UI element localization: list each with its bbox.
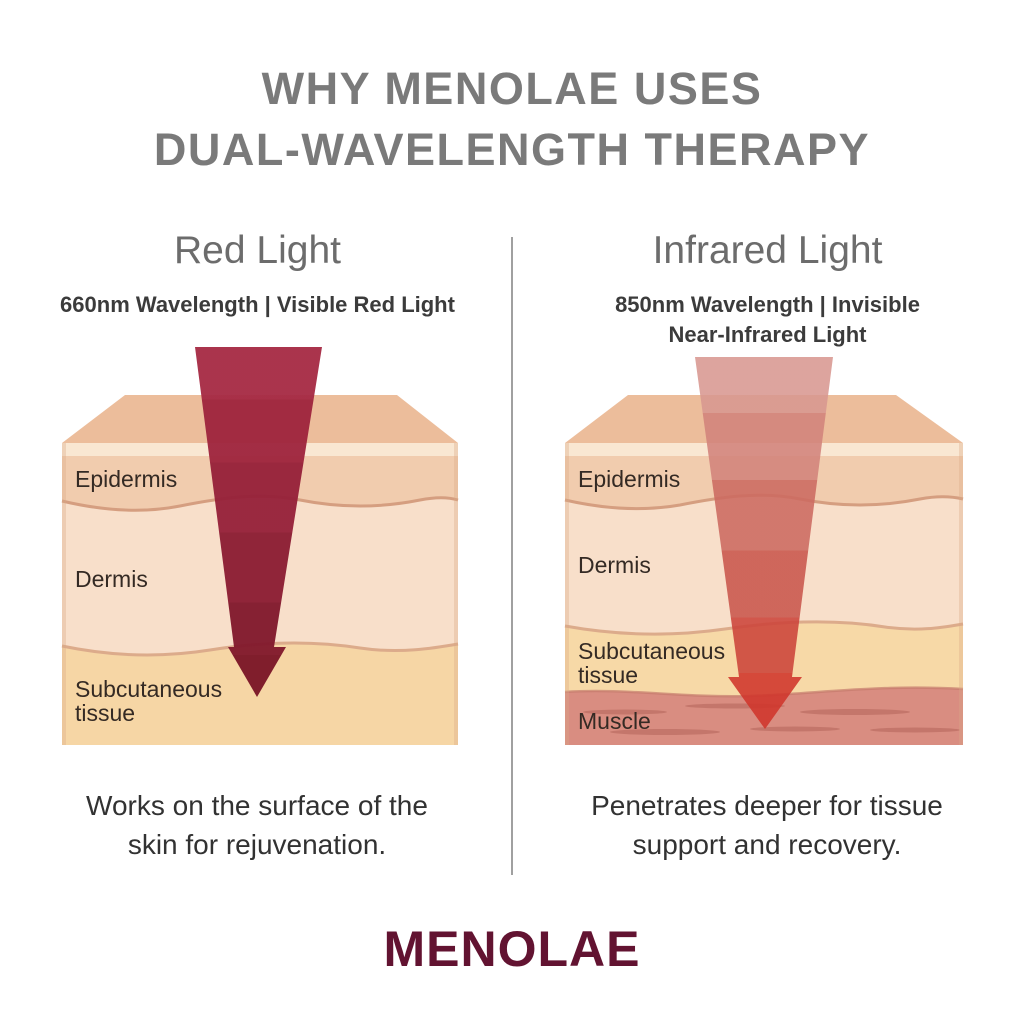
red-description-line-2: skin for rejuvenation.: [127, 829, 387, 860]
red-light-description: Works on the surface of the skin for rej…: [22, 786, 492, 864]
muscle-label: Muscle: [578, 708, 651, 734]
muscle-streak: [610, 729, 720, 735]
epidermis-label: Epidermis: [578, 466, 680, 492]
red-light-skin-diagram: Epidermis Dermis Subcutaneous tissue: [61, 347, 459, 745]
subcutaneous-label-line-2: tissue: [578, 662, 638, 688]
red-light-subtitle: 660nm Wavelength | Visible Red Light: [60, 292, 455, 317]
subcutaneous-label-line-1: Subcutaneous: [75, 676, 222, 702]
infrared-subtitle-line-2: Near-Infrared Light: [668, 322, 867, 347]
infrared-light-heading: Infrared Light: [652, 229, 883, 272]
muscle-streak: [583, 709, 667, 715]
dermis-label: Dermis: [75, 566, 148, 592]
subcutaneous-label-line-1: Subcutaneous: [578, 638, 725, 664]
infrared-light-penetration-arrow-icon: [695, 357, 833, 729]
muscle-streak: [800, 709, 910, 715]
subcutaneous-label-line-2: tissue: [75, 700, 135, 726]
block-left-edge-shade: [565, 443, 569, 745]
subcutaneous-layer: [62, 642, 458, 745]
page-title-line-1: WHY MENOLAE USES: [261, 63, 763, 114]
column-divider: [511, 237, 513, 875]
infrared-light-description: Penetrates deeper for tissue support and…: [532, 786, 1002, 864]
epidermis-label: Epidermis: [75, 466, 177, 492]
block-left-edge-shade: [62, 443, 66, 745]
muscle-fiber-streaks: [583, 703, 960, 735]
muscle-streak: [750, 726, 840, 732]
page-title-line-2: DUAL-WAVELENGTH THERAPY: [153, 124, 871, 175]
muscle-streak: [870, 727, 960, 733]
dermis-label: Dermis: [578, 552, 651, 578]
red-light-penetration-arrow-icon: [195, 347, 322, 697]
page-title: WHY MENOLAE USES DUAL-WAVELENGTH THERAPY: [0, 58, 1024, 180]
brand-logo: MENOLAE: [383, 921, 641, 977]
block-right-edge-shade: [959, 443, 963, 745]
block-right-edge-shade: [454, 443, 458, 745]
red-description-line-1: Works on the surface of the: [86, 790, 428, 821]
infrared-light-subtitle: 850nm Wavelength | Invisible Near-Infrar…: [540, 290, 995, 350]
infrared-light-skin-diagram: Epidermis Dermis Subcutaneous tissue Mus…: [564, 357, 964, 745]
infrared-description-line-1: Penetrates deeper for tissue: [591, 790, 943, 821]
infrared-subtitle-line-1: 850nm Wavelength | Invisible: [615, 292, 920, 317]
red-light-heading: Red Light: [174, 229, 341, 272]
infrared-description-line-2: support and recovery.: [632, 829, 902, 860]
